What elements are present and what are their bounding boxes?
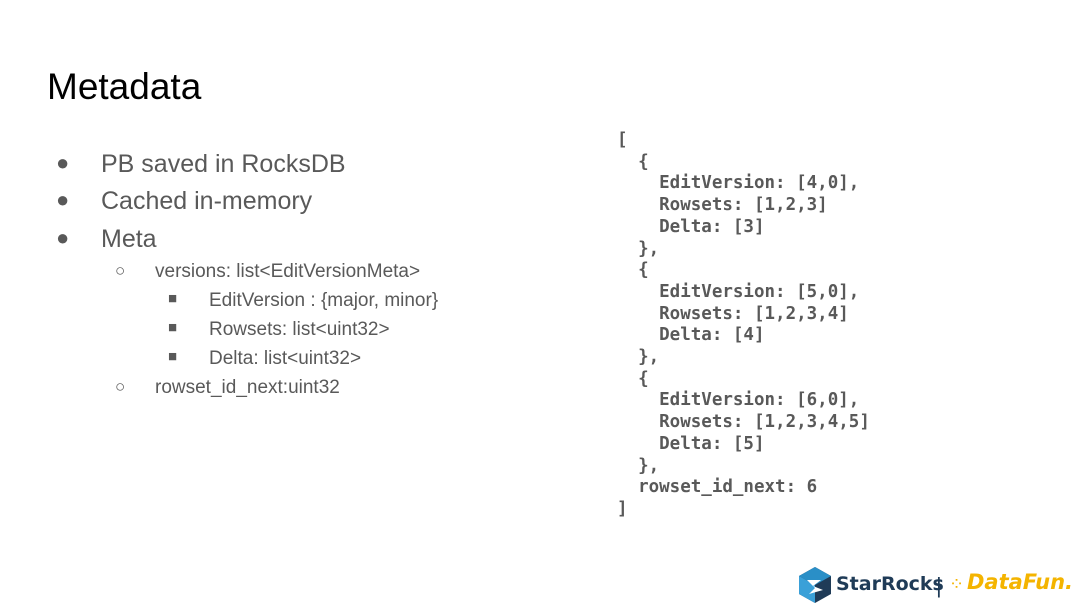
- code-line: Rowsets: [1,2,3,4]: [617, 303, 849, 324]
- code-line: EditVersion: [4,0],: [617, 173, 860, 194]
- slide-title: Metadata: [47, 66, 202, 107]
- sub-sub-bullet-editversion: ■ EditVersion : {major, minor}: [168, 290, 439, 312]
- bullet-pb-saved: ● PB saved in RocksDB: [56, 150, 346, 179]
- sub-sub-bullet-rowsets: ■ Rowsets: list<uint32>: [168, 319, 390, 341]
- sub-sub-bullet-text: EditVersion : {major, minor}: [209, 290, 439, 311]
- bullet-cached: ● Cached in-memory: [56, 187, 313, 216]
- code-line: rowset_id_next: 6: [617, 477, 818, 498]
- starrocks-logo-icon: [799, 567, 831, 603]
- code-line: {: [617, 368, 649, 389]
- logo-separator: |: [936, 573, 942, 598]
- datafun-dots-icon: ⁘: [949, 574, 965, 594]
- sub-bullet-text: versions: list<EditVersionMeta>: [155, 261, 421, 282]
- sub-sub-bullet-marker: ■: [168, 319, 178, 336]
- code-line: EditVersion: [6,0],: [617, 390, 860, 411]
- sub-bullet-text: rowset_id_next:uint32: [155, 377, 340, 398]
- footer-logo: StarRocks | ⁘ DataFun.: [797, 566, 1073, 606]
- bullet-marker: ●: [56, 150, 70, 175]
- bullet-text: Meta: [101, 225, 157, 253]
- bullet-text: Cached in-memory: [101, 187, 313, 215]
- bullet-meta: ● Meta: [56, 225, 157, 254]
- code-line: Delta: [5]: [617, 433, 765, 454]
- sub-sub-bullet-marker: ■: [168, 348, 178, 365]
- sub-sub-bullet-text: Delta: list<uint32>: [209, 348, 362, 369]
- bullet-text: PB saved in RocksDB: [101, 150, 346, 178]
- code-line: },: [617, 347, 660, 368]
- code-line: },: [617, 455, 660, 476]
- code-line: Rowsets: [1,2,3]: [617, 195, 828, 216]
- code-line: },: [617, 238, 660, 259]
- bullet-marker: ●: [56, 225, 70, 250]
- code-line: {: [617, 260, 649, 281]
- code-line: ]: [617, 498, 628, 519]
- code-line: EditVersion: [5,0],: [617, 281, 860, 302]
- sub-sub-bullet-delta: ■ Delta: list<uint32>: [168, 348, 362, 370]
- bullet-list: ● PB saved in RocksDB ● Cached in-memory…: [56, 150, 439, 399]
- starrocks-wordmark: StarRocks: [836, 573, 944, 595]
- sub-sub-bullet-text: Rowsets: list<uint32>: [209, 319, 390, 340]
- bullet-marker: ●: [56, 187, 70, 212]
- sub-bullet-versions: ○ versions: list<EditVersionMeta>: [115, 261, 421, 283]
- metadata-code-block: [ { EditVersion: [4,0], Rowsets: [1,2,3]…: [617, 130, 870, 521]
- code-line: Delta: [4]: [617, 325, 765, 346]
- code-line: [: [617, 130, 628, 150]
- code-line: Delta: [3]: [617, 216, 765, 237]
- code-line: {: [617, 151, 649, 172]
- sub-bullet-marker: ○: [115, 377, 126, 396]
- sub-bullet-marker: ○: [115, 261, 126, 280]
- code-line: Rowsets: [1,2,3,4,5]: [617, 412, 870, 433]
- sub-bullet-rowset-id-next: ○ rowset_id_next:uint32: [115, 377, 340, 399]
- datafun-wordmark: DataFun.: [967, 570, 1074, 594]
- sub-sub-bullet-marker: ■: [168, 290, 178, 307]
